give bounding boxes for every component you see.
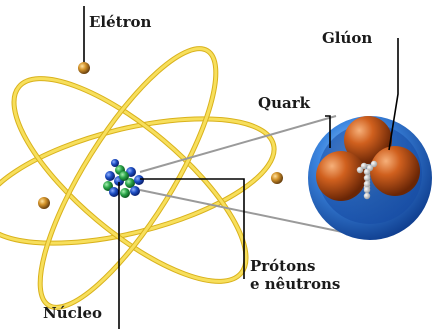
- label-gluon: Glúon: [322, 29, 372, 47]
- quark-right: [370, 146, 420, 196]
- orbit-1: [0, 116, 277, 246]
- orbit-3: [37, 46, 219, 310]
- label-protons-line1: Prótons: [250, 257, 315, 275]
- quark-left: [316, 151, 366, 201]
- zoom-connector: [139, 115, 353, 235]
- electron-left: [38, 197, 50, 209]
- orbit-2: [11, 76, 249, 284]
- label-nucleo: Núcleo: [43, 304, 102, 322]
- electron-right: [271, 172, 283, 184]
- protons-pointer: [140, 178, 245, 279]
- label-quark: Quark: [258, 94, 311, 112]
- nucleon-zoom: [308, 116, 432, 240]
- electrons: [38, 62, 283, 209]
- nucleus: [103, 159, 144, 198]
- electron-top: [78, 62, 90, 74]
- label-protons-line2: e nêutrons: [250, 275, 340, 293]
- pointer-lines: [83, 6, 399, 329]
- orbits: [0, 46, 277, 310]
- label-eletron: Elétron: [89, 13, 152, 31]
- gluon-pointer: [388, 38, 399, 151]
- quark-pointer: [325, 115, 331, 148]
